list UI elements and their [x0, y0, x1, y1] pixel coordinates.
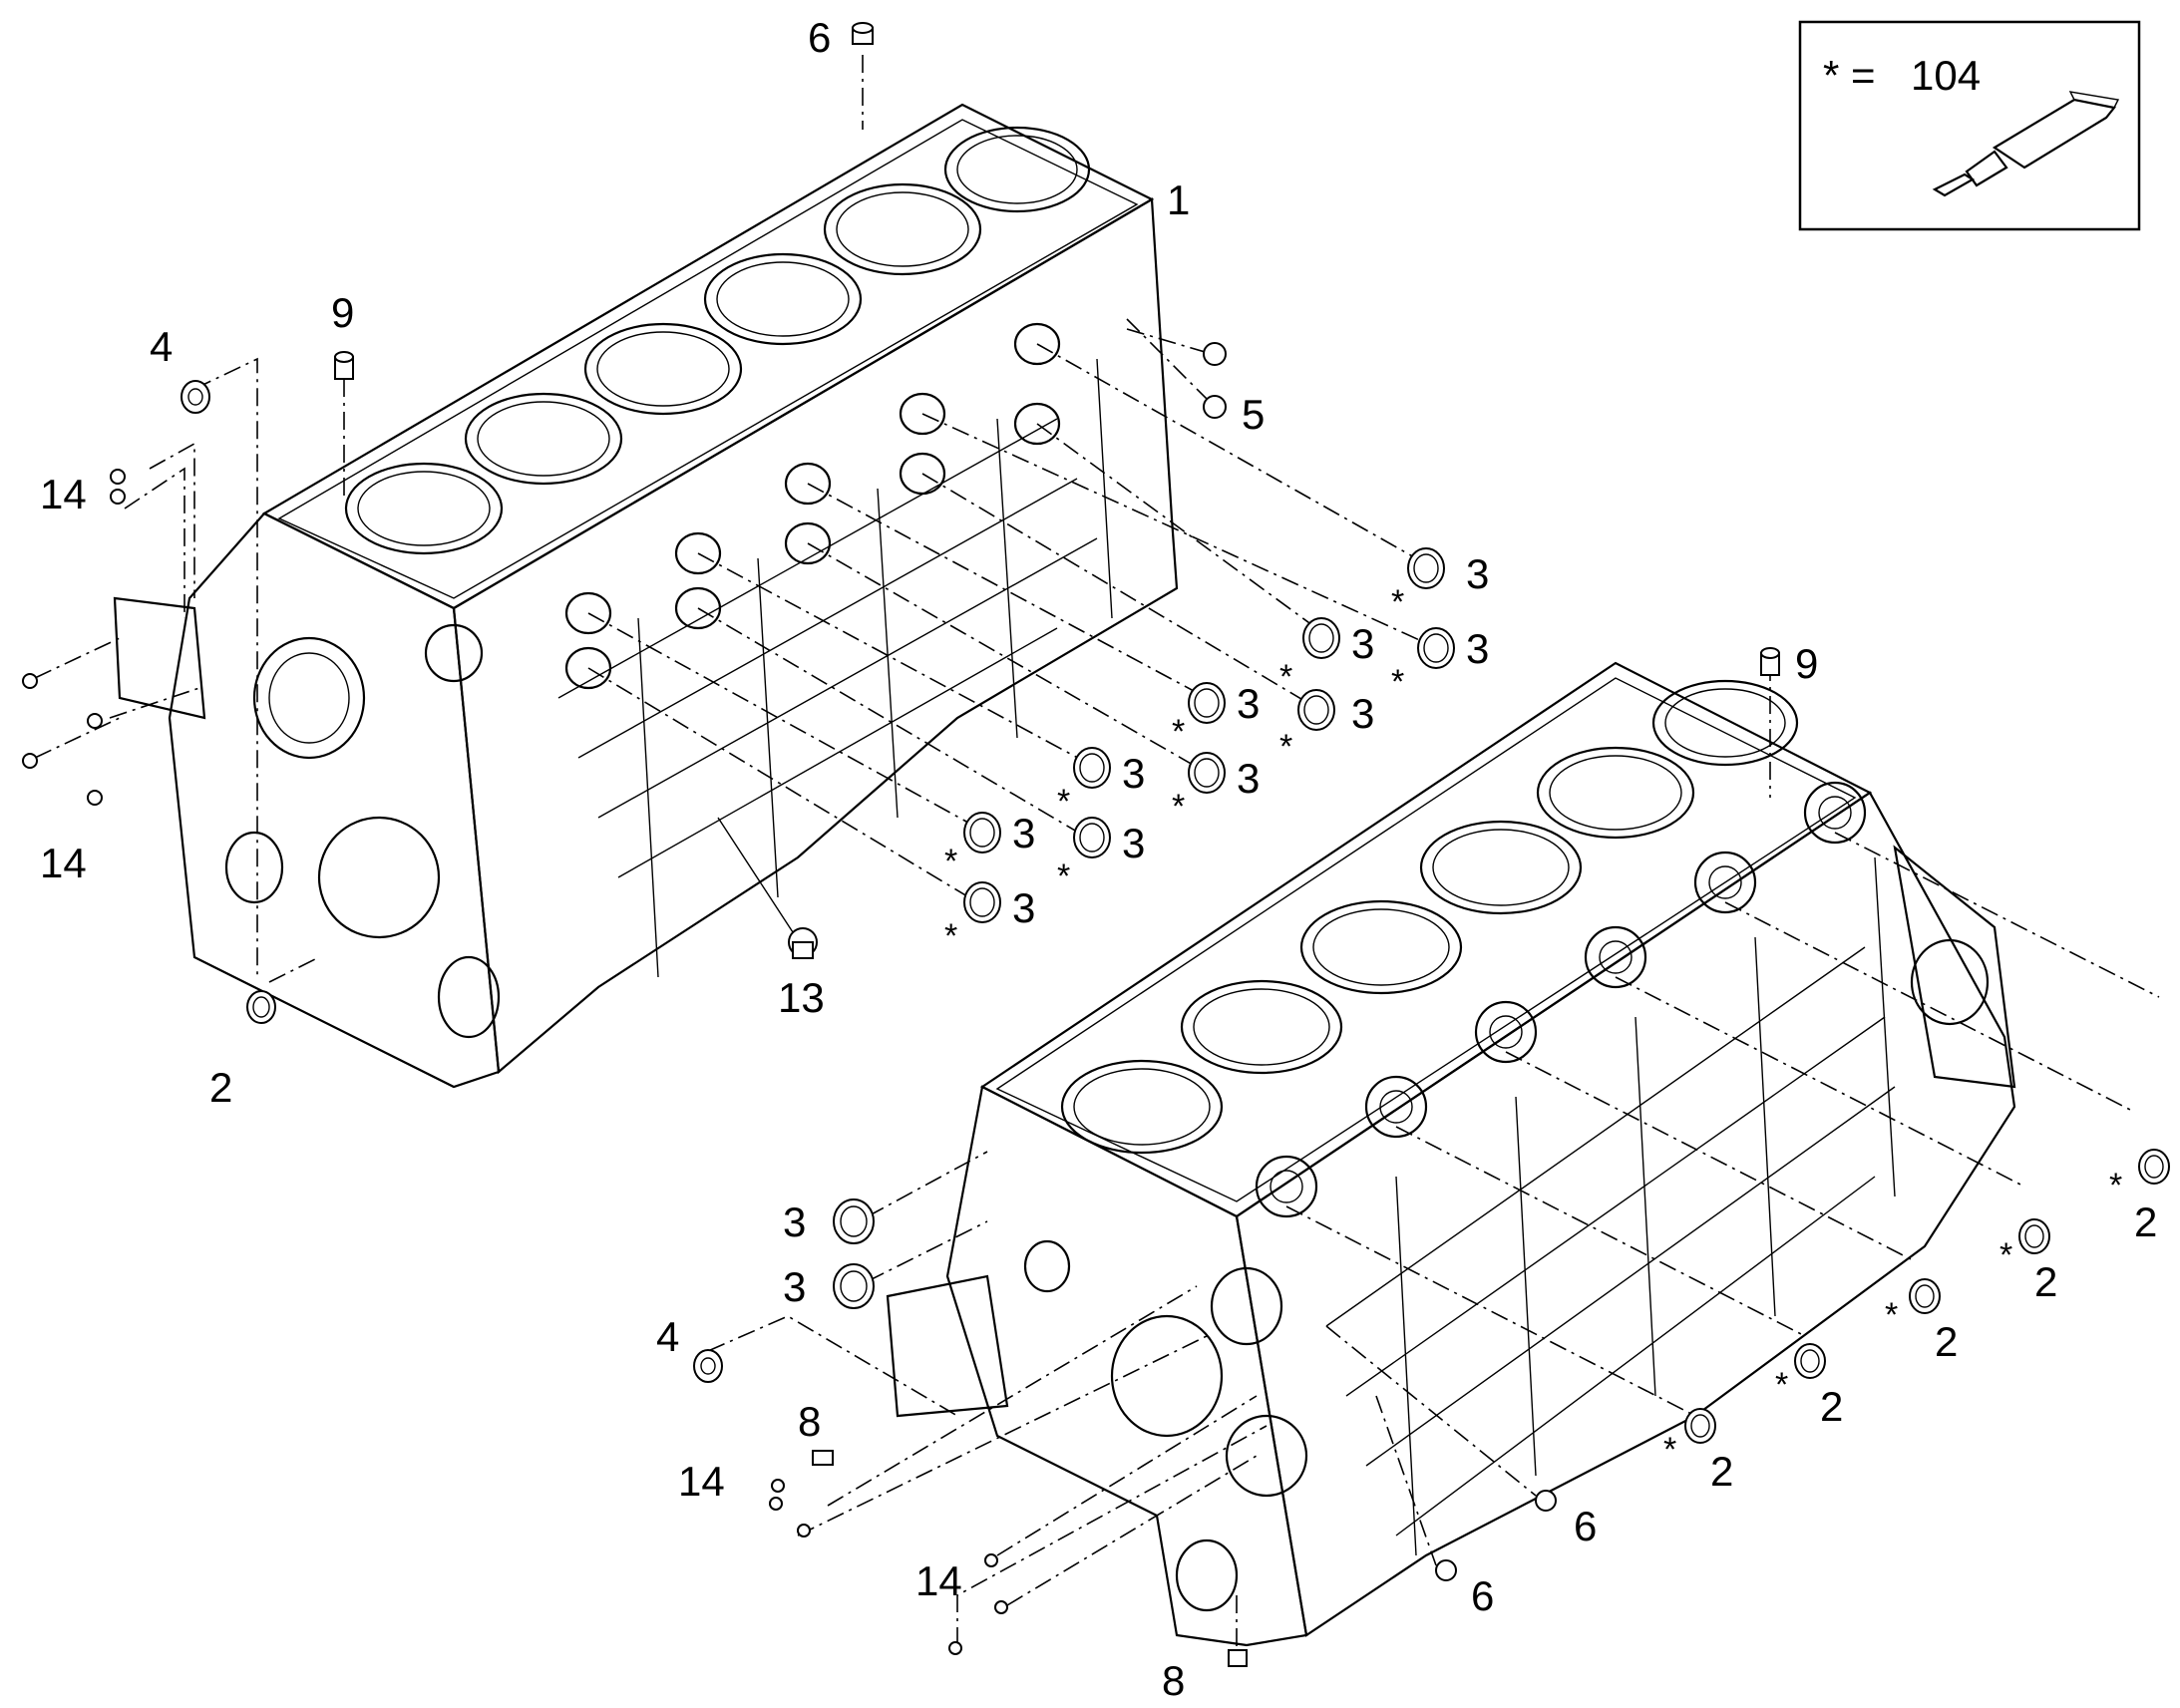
sealant-asterisk: * — [944, 917, 957, 955]
callout-3: 3 — [1351, 690, 1374, 737]
callout-3: 3 — [1466, 625, 1489, 672]
plugs-14-left — [22, 469, 126, 806]
sealant-asterisk: * — [1057, 857, 1070, 895]
rings-3-rear — [963, 547, 1455, 923]
sealant-asterisk: * — [2109, 1167, 2122, 1204]
callout-2: 2 — [1935, 1318, 1958, 1365]
callout-4-right: 4 — [656, 1313, 679, 1360]
rings-2-right — [1684, 1149, 2170, 1444]
plugs-14-right — [769, 1479, 1008, 1655]
plug-8-bottom — [1228, 1649, 1248, 1667]
callout-3: 3 — [1237, 755, 1260, 802]
sealant-asterisk: * — [1391, 663, 1404, 701]
rings-3-front — [833, 1198, 875, 1309]
ring-2-left — [246, 990, 276, 1024]
callout-14-upper-left: 14 — [40, 471, 87, 517]
legend-value: 104 — [1911, 52, 1981, 99]
side-bosses-front — [1255, 781, 1867, 1218]
callout-3: 3 — [1466, 550, 1489, 597]
plugs-6-right — [1435, 1490, 1557, 1581]
callout-9-left: 9 — [331, 289, 354, 336]
cylinder-bores-front — [1060, 679, 1799, 1155]
callout-8-mid: 8 — [798, 1398, 821, 1445]
callout-3: 3 — [1351, 620, 1374, 667]
callout-9-right: 9 — [1795, 640, 1818, 687]
callout-14-lower-left: 14 — [40, 840, 87, 886]
callout-2: 2 — [1710, 1448, 1733, 1495]
callout-3: 3 — [1012, 810, 1035, 856]
plug-8-mid — [812, 1450, 834, 1466]
callout-5: 5 — [1242, 391, 1265, 438]
sealant-asterisk: * — [1391, 583, 1404, 621]
callout-13: 13 — [778, 974, 825, 1021]
plug-13 — [788, 927, 818, 959]
callout-2-left: 2 — [209, 1064, 232, 1111]
sealant-asterisk: * — [1279, 658, 1292, 696]
sealant-asterisk: * — [1775, 1366, 1788, 1404]
side-bosses-rear — [564, 322, 1061, 690]
plug-4-right — [693, 1349, 723, 1383]
engine-block-front-view — [886, 661, 2016, 1647]
engine-block-rear-view — [113, 103, 1179, 1089]
callout-2: 2 — [2134, 1198, 2157, 1245]
callout-6-mid: 6 — [1574, 1503, 1597, 1549]
sealant-tube-icon — [1932, 91, 2120, 197]
sealant-asterisk: * — [1999, 1236, 2012, 1274]
plug-9-right — [1760, 647, 1780, 676]
cylinder-bores-rear — [344, 126, 1091, 555]
callout-14-bottom: 14 — [915, 1557, 962, 1604]
callout-3: 3 — [1237, 680, 1260, 727]
legend-box: * = 104 — [1798, 20, 2141, 231]
plug-9-left — [334, 351, 354, 380]
callout-14-mid: 14 — [678, 1458, 725, 1505]
sealant-asterisk: * — [1172, 788, 1185, 826]
parts — [22, 22, 2170, 1667]
sealant-asterisk: * — [1172, 713, 1185, 751]
legend-symbol: * = — [1823, 52, 1876, 99]
callout-6-top: 6 — [808, 14, 831, 61]
callout-3: 3 — [1122, 820, 1145, 866]
plug-4-left — [181, 380, 210, 414]
callout-2: 2 — [1820, 1383, 1843, 1430]
sealant-asterisk: * — [1279, 728, 1292, 766]
sealant-asterisk: * — [1663, 1431, 1676, 1469]
leader-lines — [34, 55, 2160, 1655]
callout-2: 2 — [2034, 1258, 2057, 1305]
plug-6-top — [852, 22, 874, 45]
sealant-asterisk: * — [1057, 783, 1070, 821]
sealant-marks: * * * * * * * * * * * * * * * — [944, 583, 2122, 1469]
callout-3-front: 3 — [783, 1198, 806, 1245]
callout-1: 1 — [1167, 176, 1190, 223]
callout-3: 3 — [1012, 884, 1035, 931]
callout-8-bottom: 8 — [1162, 1657, 1185, 1704]
callout-3-front: 3 — [783, 1263, 806, 1310]
callout-4-left: 4 — [150, 323, 173, 370]
callout-3: 3 — [1122, 750, 1145, 797]
callout-labels: 6 1 9 4 5 14 14 2 13 3 3 3 3 3 3 3 3 3 3… — [40, 14, 2157, 1704]
sealant-asterisk: * — [1885, 1296, 1898, 1334]
callout-6-bottom: 6 — [1471, 1572, 1494, 1619]
plug-5 — [1203, 342, 1227, 419]
sealant-asterisk: * — [944, 843, 957, 880]
